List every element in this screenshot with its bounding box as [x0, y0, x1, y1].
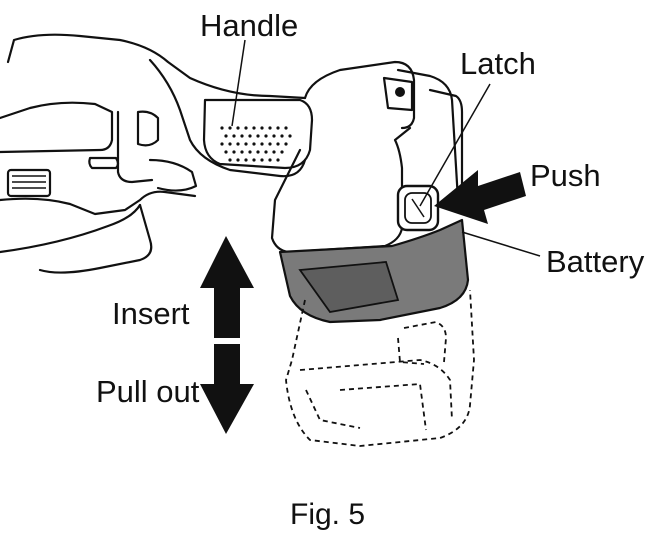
latch-button: [396, 184, 440, 232]
push-label: Push: [530, 158, 601, 193]
tool-body: [0, 33, 307, 274]
figure-caption: Fig. 5: [290, 498, 365, 531]
push-arrow: [434, 170, 526, 224]
push-arrow-icon: [434, 170, 526, 224]
handle-leader: [231, 39, 246, 127]
pull-out-arrow-icon: [200, 344, 254, 434]
insert-pullout-arrow: [200, 236, 254, 434]
handle-label: Handle: [200, 8, 298, 43]
battery-leader: [461, 231, 541, 257]
latch-leader: [419, 83, 491, 207]
insert-label: Insert: [112, 296, 190, 331]
pull-out-label: Pull out: [96, 374, 200, 409]
battery: [278, 88, 470, 324]
latch-label: Latch: [460, 46, 536, 81]
grip-texture: [220, 126, 292, 162]
insert-arrow-icon: [200, 236, 254, 338]
leader-lines: [231, 39, 541, 257]
handle-grip: [148, 58, 314, 178]
battery-dashed-outline: [285, 289, 475, 447]
battery-label: Battery: [546, 244, 645, 279]
